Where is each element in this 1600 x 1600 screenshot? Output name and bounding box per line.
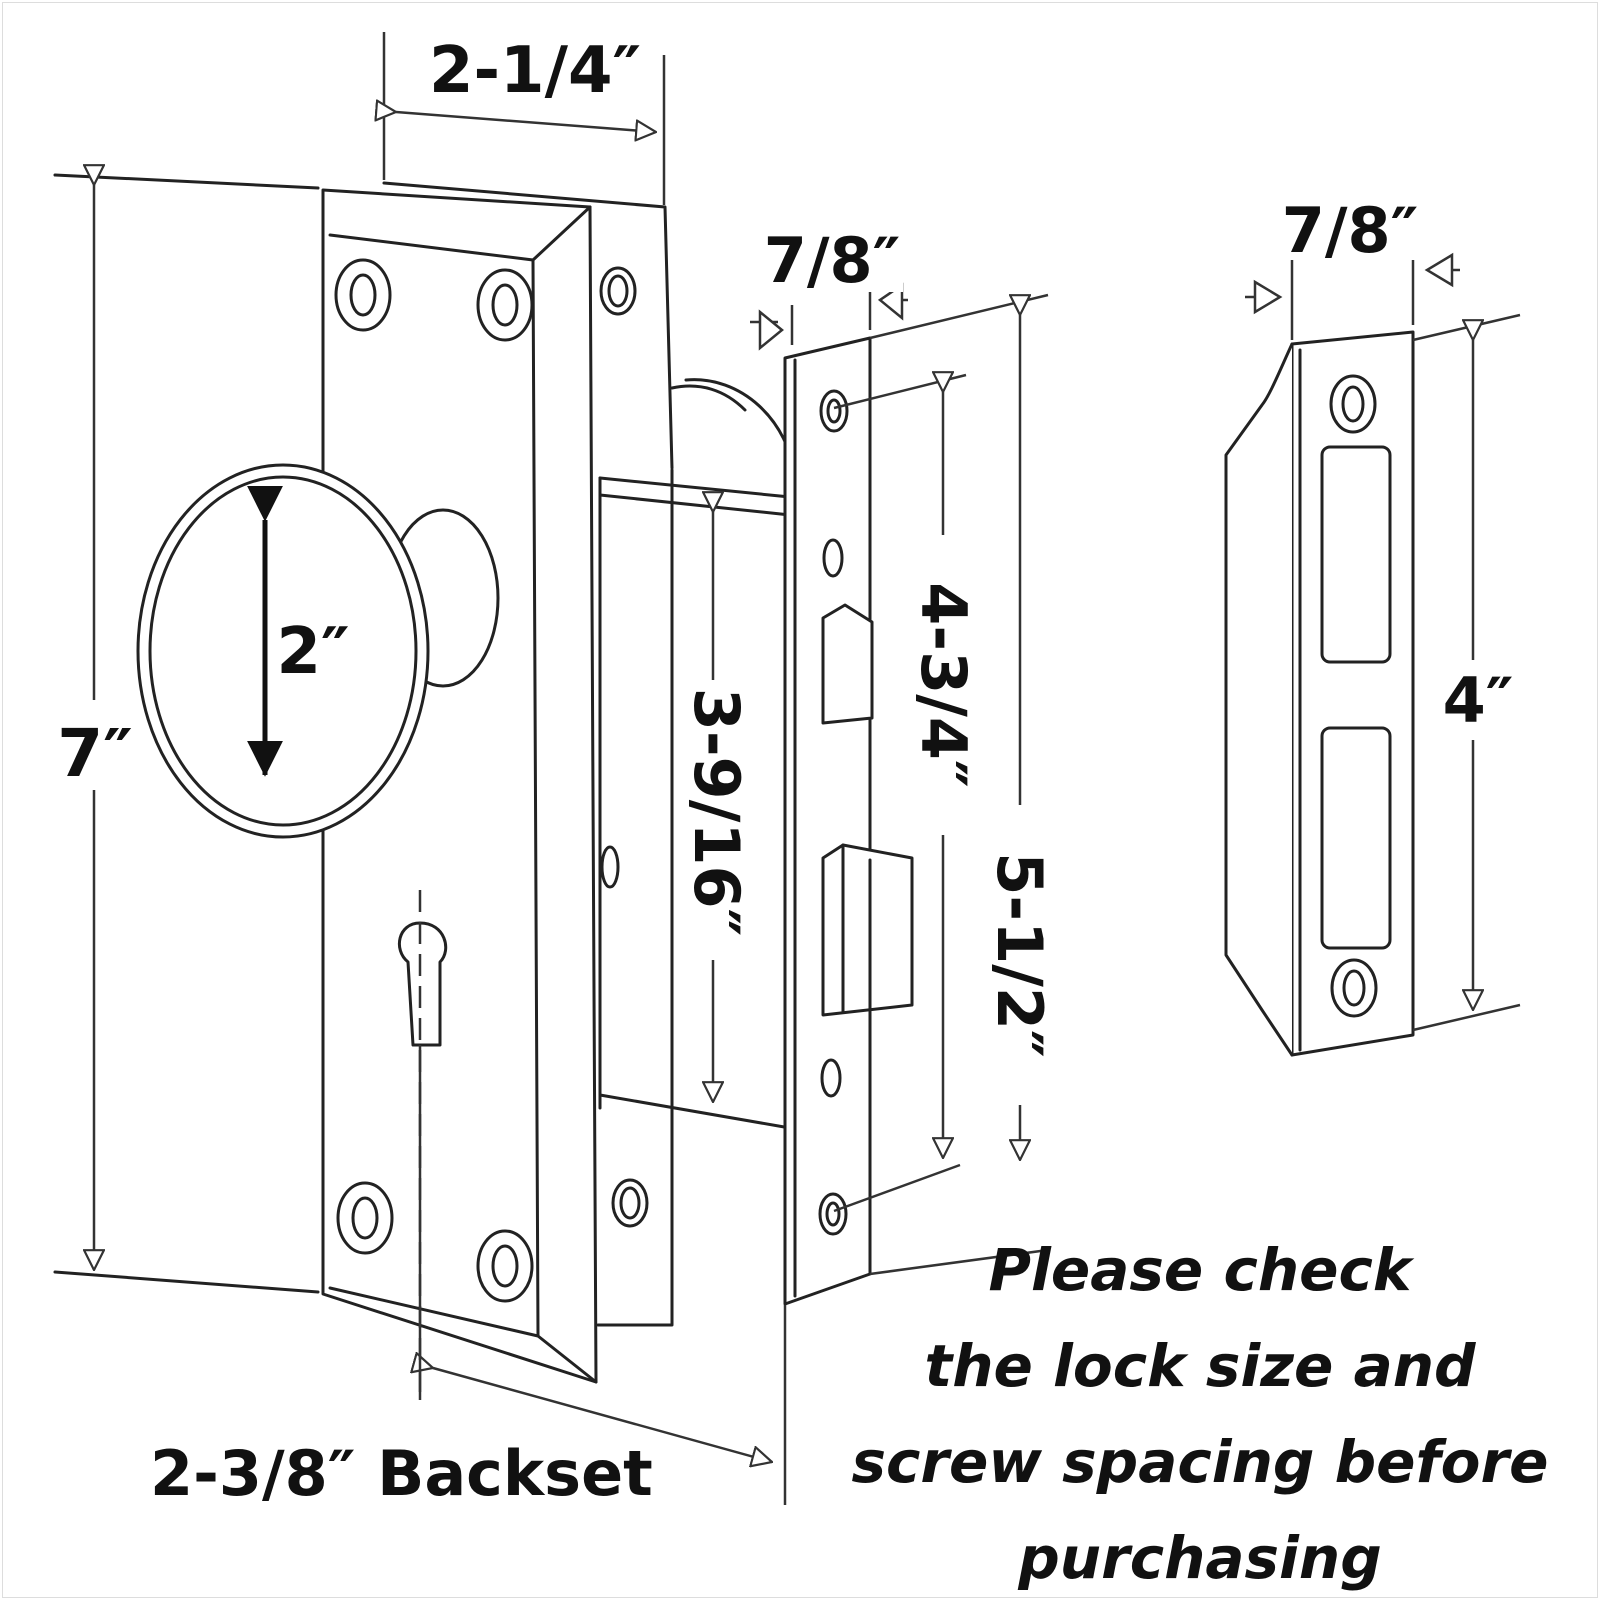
dead-bolt <box>821 843 914 1017</box>
plate-screw <box>476 268 534 342</box>
dim-backset <box>433 1368 772 1462</box>
label-backset: 2-3/8″ Backset <box>150 1437 653 1510</box>
label-knob-diameter: 2″ <box>276 615 349 689</box>
label-faceplate-length: 5-1/2″ <box>983 852 1056 1058</box>
plate-screw <box>334 258 392 332</box>
keyhole <box>398 921 448 1047</box>
door-edge-bottom <box>53 1270 320 1294</box>
notice-line-4: purchasing <box>1018 1524 1382 1592</box>
label-strike-screw-spacing: 4″ <box>1443 664 1514 737</box>
label-plate-width: 2-1/4″ <box>429 34 641 108</box>
label-faceplate-width: 7/8″ <box>764 224 901 297</box>
notice-line-1: Please check <box>988 1236 1412 1304</box>
notice-line-2: the lock size and <box>924 1332 1476 1400</box>
dim-strike-width <box>1245 268 1460 299</box>
mortise-case-body <box>596 266 797 1327</box>
plate-screw <box>336 1181 394 1255</box>
strike-plate <box>1224 330 1415 1057</box>
mortise-faceplate <box>783 336 872 1306</box>
purchase-notice: Please check the lock size and screw spa… <box>820 1222 1580 1600</box>
rear-plate <box>382 181 674 470</box>
latch <box>821 603 874 725</box>
plate-screw <box>476 1229 534 1303</box>
notice-line-3: screw spacing before <box>851 1428 1549 1496</box>
label-strike-width: 7/8″ <box>1282 194 1419 267</box>
label-screw-spacing: 4-3/4″ <box>907 582 980 788</box>
label-plate-height: 7″ <box>57 715 132 792</box>
label-body-height: 3-9/16″ <box>680 688 753 937</box>
dim-plate-width <box>396 112 656 132</box>
